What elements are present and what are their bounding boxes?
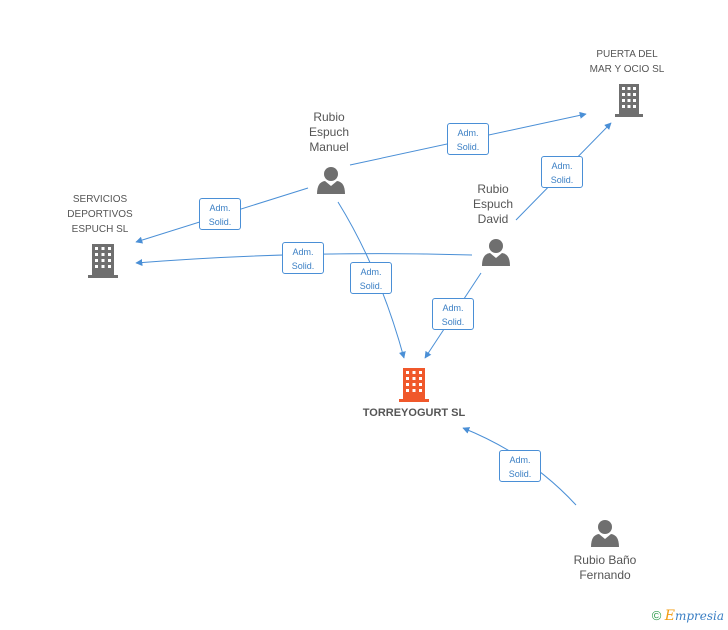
edge-badge-line-2: Solid. [456,142,480,152]
label-david: Rubio Espuch David [458,182,528,227]
person-icon-fernando[interactable] [591,520,619,547]
edge-badge-line-2: Solid. [441,317,465,327]
label-torreyogurt: TORREYOGURT SL [354,406,474,421]
edge-badge-line-1: Adm. [209,203,231,213]
edge-badge-line-2: Solid. [550,175,574,185]
label-manuel-line-3: Manuel [309,140,349,154]
label-manuel-line-2: Espuch [308,125,350,139]
edge-badge-line-1: Adm. [457,128,479,138]
edge-badge-line-1: Adm. [292,247,314,257]
building-icon-servicios[interactable] [88,244,118,278]
brand-footer[interactable]: © Empresia [652,608,724,624]
edge-badge-manuel-servicios[interactable]: Adm. Solid. [199,198,241,230]
edge-badge-david-puerta[interactable]: Adm. Solid. [541,156,583,188]
edge-badge-line-1: Adm. [360,267,382,277]
building-icon-torreyogurt[interactable] [399,368,429,402]
edge-badge-line-2: Solid. [208,217,232,227]
label-david-line-1: Rubio [477,182,509,196]
brand-logo-text: mpresia [674,609,724,623]
edge-badge-manuel-torreyogurt[interactable]: Adm. Solid. [350,262,392,294]
edge-badge-manuel-puerta[interactable]: Adm. Solid. [447,123,489,155]
edge-badge-line-2: Solid. [359,281,383,291]
copyright-symbol: © [651,608,662,623]
edge-badge-line-2: Solid. [291,261,315,271]
label-puerta-line-1: PUERTA DEL [596,49,658,60]
edge-badge-fernando-torreyogurt[interactable]: Adm. Solid. [499,450,541,482]
label-fernando-line-2: Fernando [579,568,631,582]
label-servicios-line-1: SERVICIOS [72,194,128,205]
brand-logo-initial: E [664,608,675,624]
edge-badge-line-2: Solid. [508,469,532,479]
label-servicios: SERVICIOS DEPORTIVOS ESPUCH SL [55,192,145,237]
edge-badge-david-servicios[interactable]: Adm. Solid. [282,242,324,274]
label-puerta-line-2: MAR Y OCIO SL [589,64,665,75]
label-fernando-line-1: Rubio Baño [573,553,637,567]
building-icon-puerta[interactable] [615,84,643,117]
label-servicios-line-2: DEPORTIVOS [67,209,133,220]
label-torreyogurt-line-1: TORREYOGURT SL [362,407,466,419]
label-manuel: Rubio Espuch Manuel [294,110,364,155]
edge-badge-line-1: Adm. [551,161,573,171]
label-servicios-line-3: ESPUCH SL [71,224,129,235]
label-david-line-2: Espuch [472,197,514,211]
edge-badge-line-1: Adm. [442,303,464,313]
edge-badge-david-torreyogurt[interactable]: Adm. Solid. [432,298,474,330]
label-puerta: PUERTA DEL MAR Y OCIO SL [582,47,672,77]
label-manuel-line-1: Rubio [313,110,345,124]
person-icon-manuel[interactable] [317,167,345,194]
label-david-line-3: David [477,212,509,226]
edges [135,111,612,506]
edge-badge-line-1: Adm. [509,455,531,465]
label-fernando: Rubio Baño Fernando [560,553,650,583]
person-icon-david[interactable] [482,239,510,266]
